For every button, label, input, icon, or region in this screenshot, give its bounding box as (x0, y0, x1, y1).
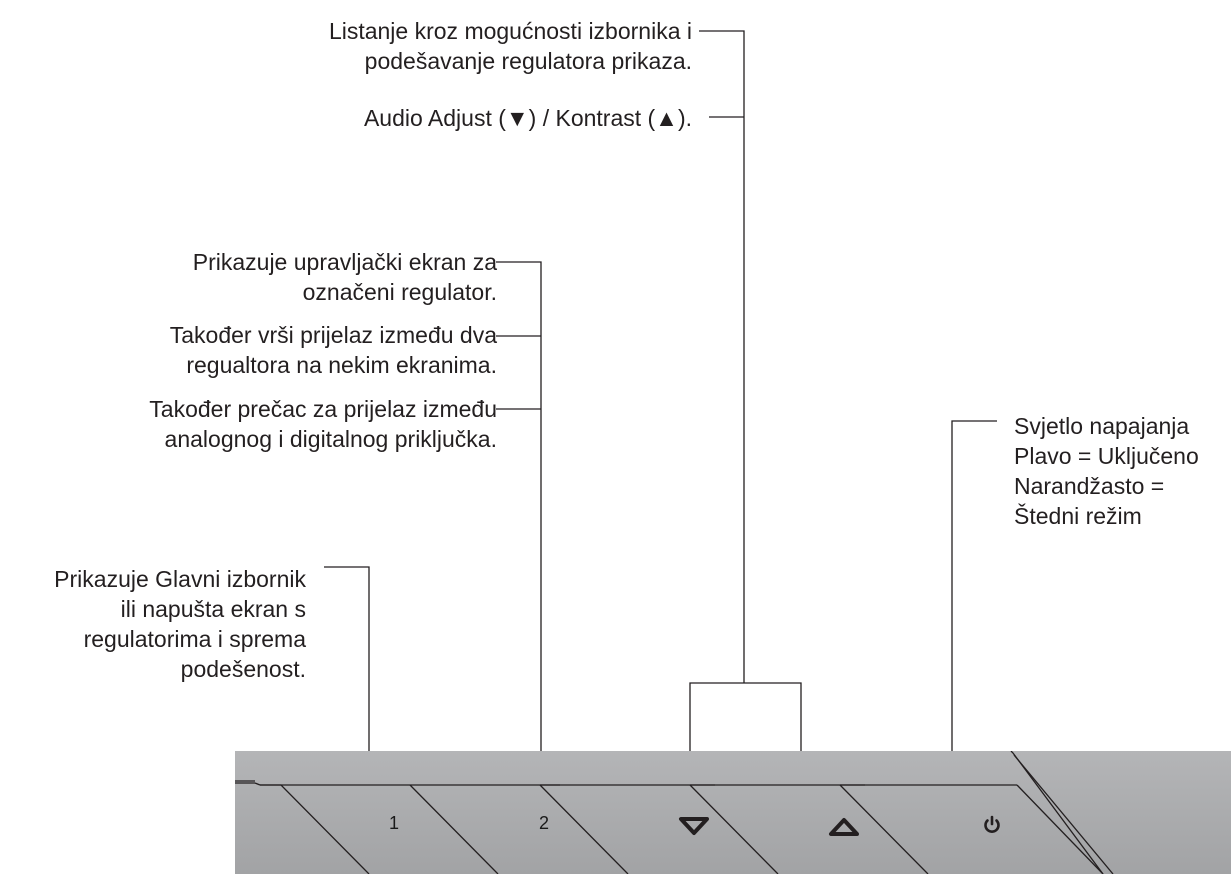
callout-line: Narandžasto = (1014, 473, 1165, 499)
power-icon[interactable] (984, 815, 1000, 833)
callout-line: Plavo = Uključeno (1014, 443, 1199, 469)
callout-line: Prikazuje Glavni izbornik (54, 566, 306, 592)
callout-line: Štedni režim (1014, 503, 1142, 529)
callout-line: Listanje kroz mogućnosti izbornika i (328, 18, 692, 44)
callout-line: Audio Adjust (▼) / Kontrast (▲). (363, 105, 692, 131)
leader-shows-control (496, 261, 542, 834)
callout-line: Također vrši prijelaz između dva (169, 322, 497, 348)
button-2-outline (409, 784, 499, 874)
button-up-outline (689, 784, 779, 874)
callout-shows-control: Prikazuje upravljački ekran za označeni … (193, 247, 497, 307)
callout-line: podešavanje regulatora prikaza. (364, 48, 692, 74)
callout-toggle-controls: Također vrši prijelaz između dva regualt… (170, 320, 497, 380)
callout-line: ili napušta ekran s (120, 596, 306, 622)
callout-audio-contrast: Audio Adjust (▼) / Kontrast (▲). (364, 103, 692, 133)
callout-line: označeni regulator. (302, 279, 497, 305)
callout-menu-scroll: Listanje kroz mogućnosti izbornika i pod… (329, 16, 692, 76)
button-2-label[interactable]: 2 (538, 813, 550, 833)
callout-input-shortcut: Također prečac za prijelaz između analog… (149, 394, 497, 454)
button-power-outline (839, 784, 929, 874)
callout-line: regualtora na nekim ekranima. (186, 352, 497, 378)
callout-line: podešenost. (180, 656, 306, 682)
callout-power-light: Svjetlo napajanja Plavo = Uključeno Nara… (1014, 411, 1199, 531)
callout-line: regulatorima i sprema (83, 626, 306, 652)
callout-line: Svjetlo napajanja (1014, 413, 1190, 439)
callout-line: analognog i digitalnog priključka. (164, 426, 497, 452)
callout-line: Prikazuje upravljački ekran za (192, 249, 497, 275)
panel-face (235, 751, 1231, 874)
button-down-outline (539, 784, 629, 874)
down-triangle-icon[interactable] (679, 817, 709, 835)
up-triangle-icon[interactable] (829, 818, 859, 836)
leader-menu-scroll (699, 30, 745, 683)
callout-main-menu: Prikazuje Glavni izbornik ili napušta ek… (54, 564, 306, 684)
panel-corner-edge (1010, 751, 1104, 874)
monitor-control-panel (235, 751, 1231, 874)
callout-line: Također prečac za prijelaz između (149, 396, 497, 422)
button-1-label[interactable]: 1 (388, 813, 400, 833)
